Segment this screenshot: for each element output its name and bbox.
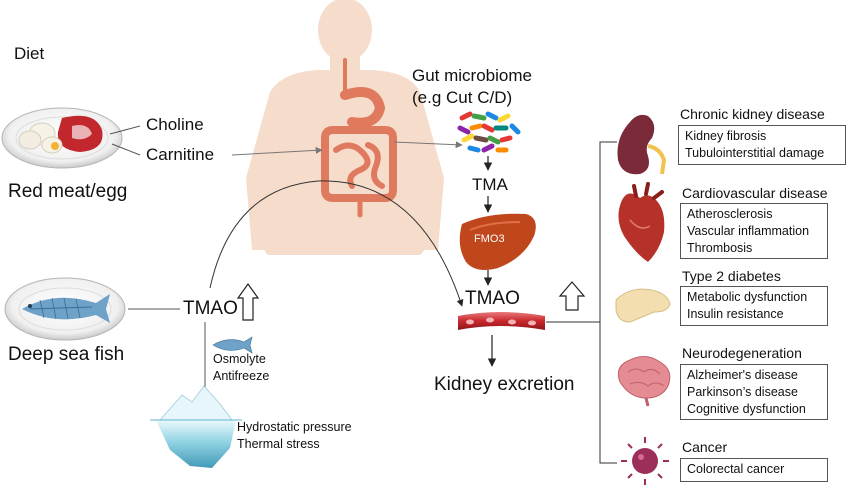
deep-sea-fish-label: Deep sea fish <box>8 344 125 365</box>
red-meat-egg-plate-icon <box>1 107 123 169</box>
disease-item: Thrombosis <box>687 241 753 255</box>
disease-item: Parkinson’s disease <box>687 385 798 399</box>
disease-item: Atherosclerosis <box>687 207 773 221</box>
disease-item: Colorectal cancer <box>687 462 785 476</box>
kidney-icon <box>617 114 667 175</box>
bacteria-cluster-icon <box>457 111 521 153</box>
red-meat-egg-label: Red meat/egg <box>8 181 128 202</box>
tmao-circulation-arc <box>209 180 464 307</box>
antifreeze-label: Antifreeze <box>213 369 270 383</box>
carnitine-to-gut-arrow <box>231 146 323 156</box>
disease-item: Tubulointerstitial damage <box>685 146 825 160</box>
disease-item: Kidney fibrosis <box>685 129 767 143</box>
tmao-left-label: TMAO <box>183 298 238 319</box>
fmo3-label: FMO3 <box>474 233 505 245</box>
disease-title-neuro: Neurodegeneration <box>682 345 802 361</box>
kidney-excretion-label: Kidney excretion <box>434 374 575 395</box>
tma-label: TMA <box>472 175 508 194</box>
disease-title-ckd: Chronic kidney disease <box>680 106 825 122</box>
gut-to-microbiome-arrow <box>393 141 463 149</box>
disease-box-neuro: Alzheimer's disease Parkinson’s disease … <box>680 364 828 420</box>
human-body-silhouette <box>246 0 444 255</box>
liver-icon <box>459 213 536 270</box>
disease-box-ckd: Kidney fibrosis Tubulointerstitial damag… <box>678 125 846 165</box>
cancer-cell-icon <box>621 437 669 485</box>
pathway-down-arrows <box>483 156 497 367</box>
disease-item: Vascular inflammation <box>687 224 810 238</box>
diet-connectors <box>109 125 180 310</box>
disease-box-t2d: Metabolic dysfunction Insulin resistance <box>680 286 828 326</box>
carnitine-label: Carnitine <box>146 145 215 164</box>
disease-item: Cognitive dysfunction <box>687 402 806 416</box>
hydrostatic-pressure-label: Hydrostatic pressure <box>237 420 352 434</box>
pancreas-icon <box>615 288 671 323</box>
tmao-center-label: TMAO <box>465 288 520 309</box>
diet-label: Diet <box>14 44 45 63</box>
disease-bracket <box>546 141 617 464</box>
disease-title-t2d: Type 2 diabetes <box>682 268 781 284</box>
heart-icon <box>618 182 665 262</box>
deep-sea-fish-plate-icon <box>4 277 126 341</box>
disease-title-cancer: Cancer <box>682 439 728 455</box>
disease-item: Metabolic dysfunction <box>687 290 808 304</box>
gut-microbiome-example-label: (e.g Cut C/D) <box>412 88 513 107</box>
thermal-stress-label: Thermal stress <box>237 437 320 451</box>
gut-microbiome-label: Gut microbiome <box>412 66 532 85</box>
tmao-center-up-arrow <box>558 281 586 311</box>
iceberg-icon <box>150 385 242 468</box>
disease-box-cvd: Atherosclerosis Vascular inflammation Th… <box>680 203 828 259</box>
disease-item: Insulin resistance <box>687 307 784 321</box>
digestive-tract-icon <box>321 58 397 218</box>
osmolyte-label: Osmolyte <box>213 352 266 366</box>
small-fish-icon <box>212 336 253 354</box>
blood-vessel-icon <box>458 312 545 330</box>
disease-box-cancer: Colorectal cancer <box>680 458 828 482</box>
disease-item: Alzheimer's disease <box>687 368 798 382</box>
disease-title-cvd: Cardiovascular disease <box>682 185 828 201</box>
tmao-left-up-arrow <box>236 282 260 321</box>
brain-icon <box>617 356 671 407</box>
choline-label: Choline <box>146 115 204 134</box>
